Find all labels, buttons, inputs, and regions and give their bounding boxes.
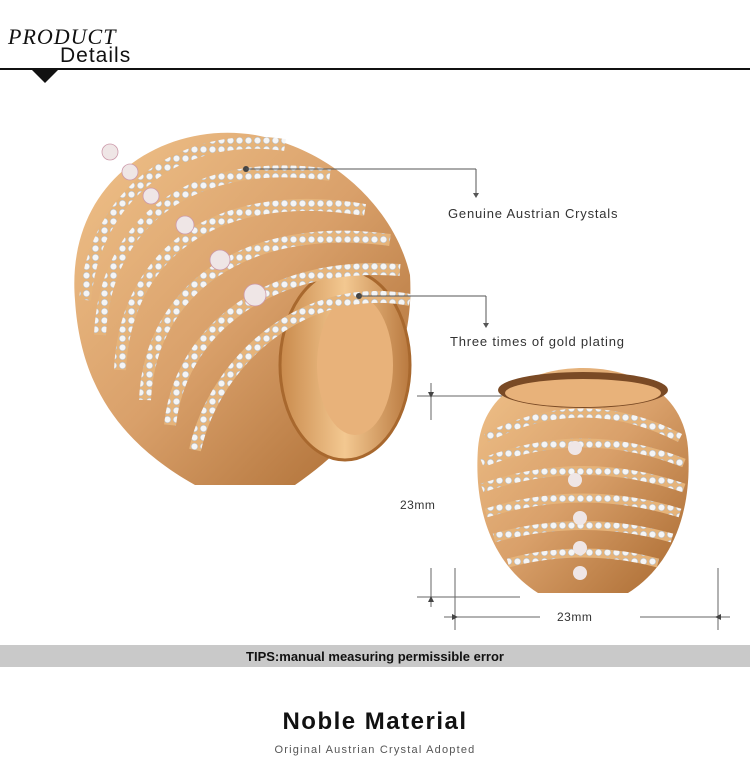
callout-gold-plating: Three times of gold plating (450, 334, 625, 349)
header-divider (0, 68, 750, 70)
dimension-height-label: 23mm (400, 498, 436, 512)
header-triangle-marker (32, 70, 58, 83)
callout-genuine-crystals: Genuine Austrian Crystals (448, 206, 619, 221)
footer-title: Noble Material (282, 708, 468, 735)
tips-text: TIPS:manual measuring permissible error (246, 648, 504, 664)
ring-front-image (477, 368, 689, 593)
header-details-label: Details (60, 44, 132, 67)
tips-bar: TIPS:manual measuring permissible error (0, 645, 750, 667)
header-product-label: PRODUCT (8, 24, 117, 49)
ring-main-image (74, 132, 412, 485)
dimension-width-label: 23mm (557, 610, 593, 624)
footer-subtitle: Original Austrian Crystal Adopted (274, 744, 476, 756)
